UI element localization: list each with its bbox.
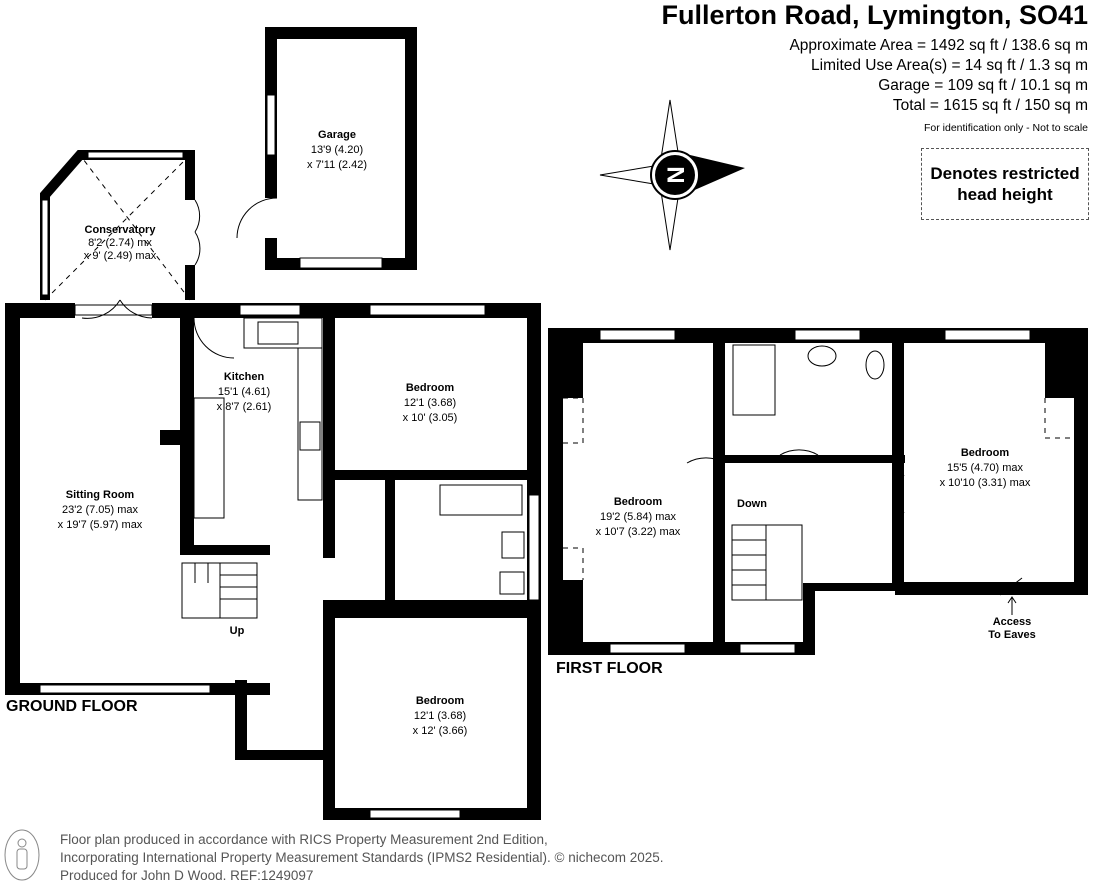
conservatory-walls [40,150,201,301]
conservatory-label: Conservatory [85,224,157,236]
area-total: Total = 1615 sq ft / 150 sq m [892,97,1088,114]
garage-dim-2: x 7'11 (2.42) [307,159,367,171]
first-floor-label: FIRST FLOOR [556,660,663,677]
footer-line-2: Incorporating International Property Mea… [60,850,664,865]
scale-note: For identification only - Not to scale [924,122,1088,134]
garage-label: Garage [318,129,356,141]
footer-line-1: Floor plan produced in accordance with R… [60,832,548,847]
area-garage: Garage = 109 sq ft / 10.1 sq m [878,77,1088,94]
eaves-label-2: To Eaves [988,629,1036,641]
first-bedroom-right-dim-2: x 10'10 (3.31) max [940,477,1031,489]
ground-floor-walls [5,299,541,820]
sitting-room-label: Sitting Room [66,489,135,501]
person-icon [4,829,40,881]
kitchen-units [193,317,323,519]
kitchen-dim-2: x 8'7 (2.61) [217,401,272,413]
ground-stairs-icon [181,562,258,619]
bedroom-2-label: Bedroom [416,695,465,707]
ground-floor-label: GROUND FLOOR [6,698,138,715]
eaves-label-1: Access [993,616,1032,628]
legend-line-1: Denotes restricted [930,164,1080,183]
garage-dim-1: 13'9 (4.20) [311,144,363,156]
stairs-down-label: Down [737,498,767,510]
sitting-room-dim-1: 23'2 (7.05) max [62,504,139,516]
legend-line-2: head height [957,185,1053,204]
first-floor-walls [548,328,1088,655]
eaves-arrow-icon [1007,596,1017,615]
conservatory-dim-2: x 9' (2.49) max [84,250,157,262]
area-approximate: Approximate Area = 1492 sq ft / 138.6 sq… [789,37,1088,54]
sitting-room-dim-2: x 19'7 (5.97) max [58,519,143,531]
conservatory-dim-1: 8'2 (2.74) mx [88,237,152,249]
bedroom-1-dim-1: 12'1 (3.68) [404,397,456,409]
bedroom-1-label: Bedroom [406,382,455,394]
first-bedroom-left-label: Bedroom [614,496,663,508]
bedroom-1-dim-2: x 10' (3.05) [403,412,458,424]
compass-north-label: N [663,166,690,183]
bedroom-2-dim-1: 12'1 (3.68) [414,710,466,722]
area-limited-use: Limited Use Area(s) = 14 sq ft / 1.3 sq … [811,57,1088,74]
property-title: Fullerton Road, Lymington, SO41 [661,0,1088,30]
first-bedroom-left-dim-2: x 10'7 (3.22) max [596,526,681,538]
area-summary: Approximate Area = 1492 sq ft / 138.6 sq… [789,36,1088,116]
bedroom-2-dim-2: x 12' (3.66) [413,725,468,737]
first-bedroom-left-dim-1: 19'2 (5.84) max [600,511,677,523]
kitchen-label: Kitchen [224,371,265,383]
compass-icon: N [599,99,745,251]
garage-walls [236,27,417,270]
kitchen-dim-1: 15'1 (4.61) [218,386,270,398]
bathroom-fixtures [439,484,525,595]
footer-line-3: Produced for John D Wood. REF:1249097 [60,868,314,883]
restricted-height-legend: Denotes restricted head height [921,148,1089,220]
stairs-up-label: Up [230,625,245,637]
first-bedroom-right-dim-1: 15'5 (4.70) max [947,462,1024,474]
first-bedroom-right-label: Bedroom [961,447,1010,459]
footer: Floor plan produced in accordance with R… [60,831,664,885]
